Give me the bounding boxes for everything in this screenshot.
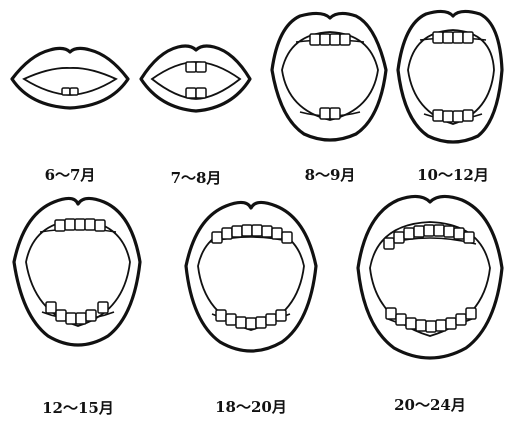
stage-label-8-9-months: 8～9月 xyxy=(305,166,356,184)
stage-label-10-12-months: 10～12月 xyxy=(417,166,489,184)
mouth-stage-18-20-months xyxy=(186,202,316,351)
stage-label-20-24-months: 20～24月 xyxy=(394,396,466,414)
stage-label-7-8-months: 7～8月 xyxy=(171,169,222,187)
mouth-stage-8-9-months xyxy=(272,13,386,140)
mouth-stage-10-12-months xyxy=(398,11,502,142)
stage-label-12-15-months: 12～15月 xyxy=(42,399,114,417)
mouth-stage-20-24-months xyxy=(358,196,502,358)
mouth-stage-12-15-months xyxy=(14,198,140,345)
mouth-stage-6-7-months xyxy=(12,48,128,108)
stage-label-18-20-months: 18～20月 xyxy=(215,398,287,416)
mouth-stage-7-8-months xyxy=(141,46,250,111)
stage-label-6-7-months: 6～7月 xyxy=(45,166,96,184)
